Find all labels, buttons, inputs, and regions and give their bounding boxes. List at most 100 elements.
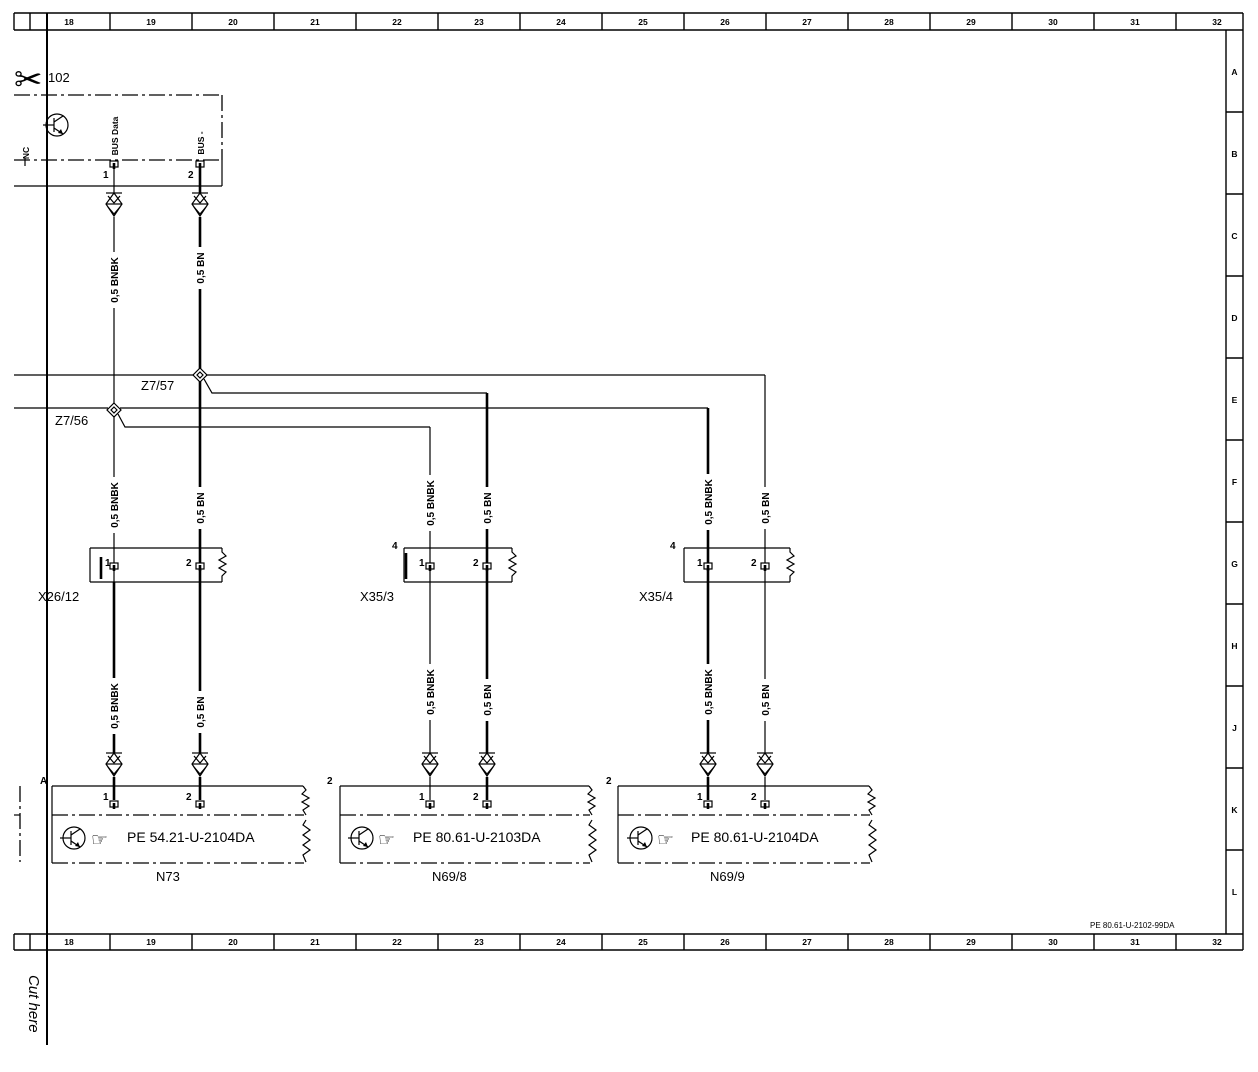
transistor-icon [627,826,653,850]
ruler-column-label: 29 [966,17,976,27]
scissors-icon: ✂ [14,60,43,100]
junction-z7-57: Z7/57 [141,367,208,393]
wires [14,169,766,800]
ruler: 1818191920202121222223232424252526262727… [64,13,1243,950]
pin-terminal [425,562,435,571]
pin-number: 1 [419,558,425,569]
pin-number: 2 [186,792,192,803]
connector-marker: 4 [670,541,676,552]
pin-number: 2 [186,558,192,569]
plug-connector-icon [699,751,717,778]
wire-label: 0,5 BNBK [426,479,437,525]
nc-label: NC [21,147,31,159]
module-marker: 2 [327,776,333,787]
pin-number: 2 [751,792,757,803]
ruler-column-label: 26 [720,17,730,27]
pin-number: 2 [751,558,757,569]
ruler-column-label: 23 [474,17,484,27]
connector-X26-12: 1 2 X26/12 [38,547,228,604]
ruler-column-label: 25 [638,937,648,947]
ruler-column-label: 27 [802,937,812,947]
ruler-row-label: D [1231,313,1237,323]
wire-label: 0,5 BNBK [110,256,121,302]
ruler-row-label: H [1231,641,1237,651]
pin-signal-label: BUS - [196,131,206,154]
ruler-column-label: 27 [802,17,812,27]
pointing-hand-icon: ☞ [378,829,395,851]
control-unit-ref: 102 [48,70,70,85]
pin-terminal [760,800,770,809]
pin-terminal [109,160,119,169]
pointing-hand-icon: ☞ [657,829,674,851]
pin-terminal [109,562,119,571]
pin-terminal [703,800,713,809]
ruler-column-label: 22 [392,17,402,27]
connector-label: X35/3 [360,589,394,604]
module-N69-9: 2 1 2 ☞ PE 80.61-U-2104DA N69/9 [606,776,878,884]
module-marker: 2 [606,776,612,787]
wire [117,413,430,428]
ruler-row-label: J [1232,723,1237,733]
drawing-frame [13,12,1244,951]
wire-label: 0,5 BN [761,684,772,715]
pin-number: 2 [473,792,479,803]
wire-label: 0,5 BN [761,492,772,523]
ruler-row-label: G [1231,559,1238,569]
pin-terminal [703,562,713,571]
module-N73: A 1 2 ☞ PE 54.21-U-2104DA N73 [14,776,312,884]
pin-terminal [195,562,205,571]
ruler-column-label: 28 [884,937,894,947]
plug-connector-icon [191,191,209,218]
module-label: N73 [156,869,180,884]
pin-terminal [482,562,492,571]
plug-connector-icon [756,751,774,778]
ruler-column-label: 18 [64,937,74,947]
control-unit-102: ✂ 102 NC BUS Data BUS - 1 2 [14,60,223,187]
pin-number: 1 [419,792,425,803]
wire-label: 0,5 BN [196,492,207,523]
pin-number: 2 [473,558,479,569]
wire-label: 0,5 BNBK [110,682,121,728]
wire-label: 0,5 BN [196,252,207,283]
ruler-column-label: 30 [1048,937,1058,947]
ruler-column-label: 19 [146,937,156,947]
pin-terminal [195,160,205,169]
ruler-row-label: K [1231,805,1238,815]
module-label: N69/9 [710,869,745,884]
wire-label: 0,5 BNBK [110,481,121,527]
ruler-row-label: E [1232,395,1238,405]
pin-number: 1 [103,170,109,181]
ruler-column-label: 26 [720,937,730,947]
wire-label: 0,5 BNBK [426,668,437,714]
ruler-column-label: 18 [64,17,74,27]
plug-connector-icon [105,751,123,778]
ruler-column-label: 21 [310,17,320,27]
module-reference: PE 80.61-U-2104DA [691,829,819,845]
module-label: N69/8 [432,869,467,884]
ruler-column-label: 23 [474,937,484,947]
ruler-column-label: 28 [884,17,894,27]
module-N69-8: 2 1 2 ☞ PE 80.61-U-2103DA N69/8 [327,776,598,884]
transistor-icon [348,826,374,850]
module-reference: PE 54.21-U-2104DA [127,829,255,845]
ruler-column-label: 24 [556,17,566,27]
ruler-row-label: C [1231,231,1237,241]
ruler-row-label: B [1231,149,1237,159]
wire-label: 0,5 BNBK [704,478,715,524]
connector-label: X26/12 [38,589,79,604]
ruler-column-label: 29 [966,937,976,947]
ruler-column-label: 25 [638,17,648,27]
ruler-column-label: 22 [392,937,402,947]
ruler-column-label: 24 [556,937,566,947]
ruler-column-label: 31 [1130,17,1140,27]
plug-connector-icon [105,191,123,218]
pin-number: 1 [103,792,109,803]
connector-label: X35/4 [639,589,673,604]
pin-signal-label: BUS Data [110,116,120,155]
connector-X35-3: 4 1 2 X35/3 [360,541,518,604]
module-reference: PE 80.61-U-2103DA [413,829,541,845]
plug-connector-icon [478,751,496,778]
pin-number: 1 [697,792,703,803]
document-reference: PE 80.61-U-2102-99DA [1090,921,1175,930]
